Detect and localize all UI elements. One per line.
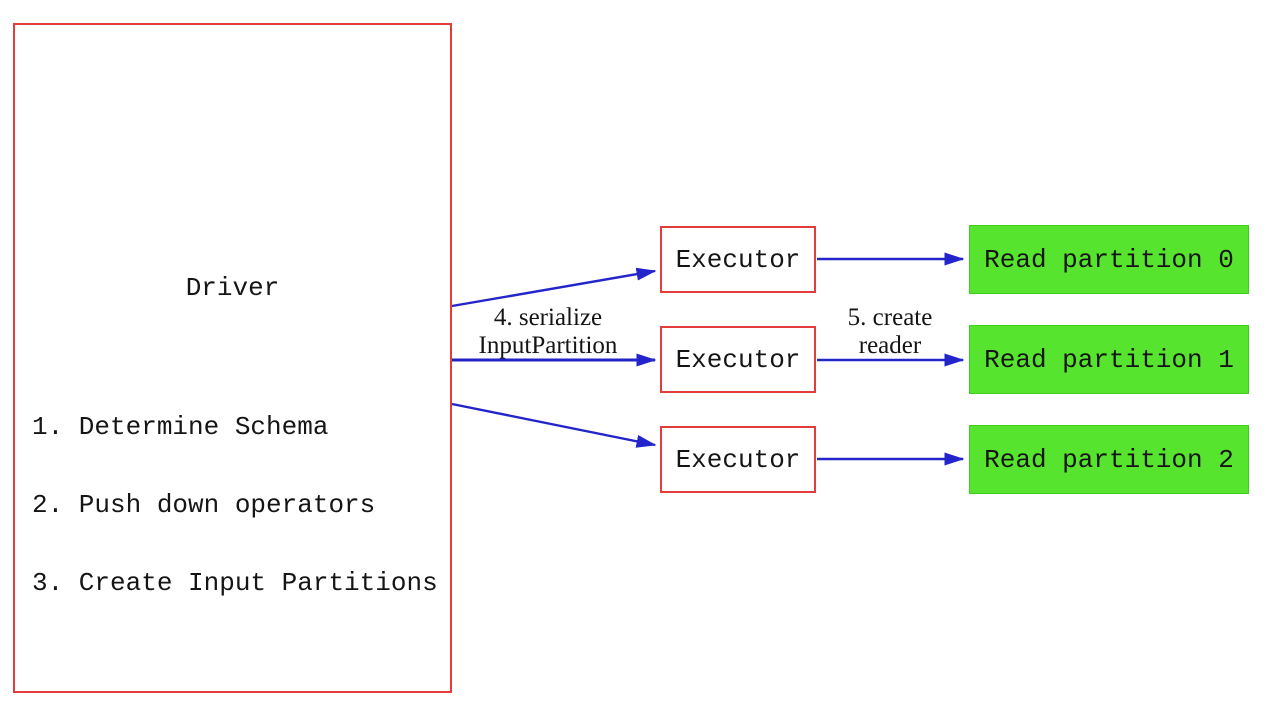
driver-step-1: 1. Determine Schema bbox=[32, 412, 329, 442]
driver-node: Driver 1. Determine Schema 2. Push down … bbox=[13, 23, 452, 693]
arrow-label-create-reader: 5. create reader bbox=[815, 304, 965, 360]
arrow-label-create-reader-line2: reader bbox=[858, 332, 922, 359]
driver-step-list: 1. Determine Schema 2. Push down operato… bbox=[32, 362, 438, 648]
arrow-driver-to-executor-3 bbox=[451, 402, 657, 448]
arrow-label-serialize-line1: 4. serialize bbox=[493, 304, 603, 331]
arrow-label-serialize: 4. serialize InputPartition bbox=[448, 304, 648, 360]
driver-title: Driver bbox=[185, 273, 280, 303]
partition-node-1: Read partition 0 bbox=[969, 225, 1249, 294]
partition-node-2: Read partition 1 bbox=[969, 325, 1249, 394]
arrow-label-create-reader-line1: 5. create bbox=[847, 304, 933, 331]
arrow-driver-to-executor-1 bbox=[451, 267, 657, 308]
executor-node-1: Executor bbox=[660, 226, 816, 293]
driver-step-3: 3. Create Input Partitions bbox=[32, 568, 438, 598]
arrow-label-serialize-line2: InputPartition bbox=[478, 332, 618, 359]
driver-step-2: 2. Push down operators bbox=[32, 490, 376, 520]
partition-node-3: Read partition 2 bbox=[969, 425, 1249, 494]
executor-node-2: Executor bbox=[660, 326, 816, 393]
executor-node-3: Executor bbox=[660, 426, 816, 493]
